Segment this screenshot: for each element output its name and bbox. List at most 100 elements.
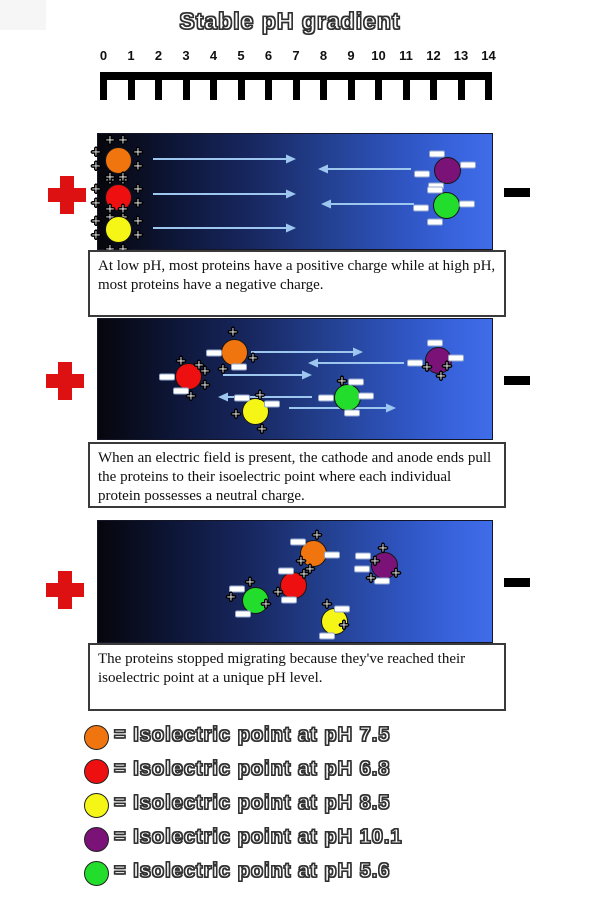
minus-charge-icon bbox=[173, 387, 189, 395]
protein-circle-orange bbox=[105, 147, 132, 174]
ph-tick bbox=[375, 72, 382, 100]
plus-charge-icon: + bbox=[133, 211, 144, 231]
ph-tick-label: 12 bbox=[426, 48, 441, 63]
plus-charge-icon: + bbox=[133, 142, 144, 162]
plus-charge-icon: + bbox=[105, 170, 116, 190]
legend-circle-green bbox=[84, 861, 109, 886]
ph-tick bbox=[237, 72, 245, 100]
migration-arrow bbox=[318, 164, 411, 174]
ph-tick bbox=[100, 72, 107, 100]
legend-item-red: = Isolectric point at pH 6.8 bbox=[84, 755, 504, 789]
plus-charge-icon: + bbox=[391, 563, 402, 583]
migration-arrow bbox=[153, 223, 296, 233]
minus-charge-icon bbox=[358, 392, 374, 400]
cathode-minus-icon bbox=[504, 188, 530, 197]
ph-tick-label: 13 bbox=[453, 48, 469, 63]
plus-charge-icon: + bbox=[91, 211, 102, 231]
plus-charge-icon: + bbox=[261, 594, 272, 614]
caption-box-2: When an electric field is present, the c… bbox=[88, 442, 506, 508]
plus-charge-icon: + bbox=[133, 193, 144, 213]
plus-charge-icon: + bbox=[255, 385, 266, 405]
migration-arrow bbox=[153, 154, 296, 164]
ph-tick-label: 2 bbox=[154, 48, 163, 63]
minus-charge-icon bbox=[427, 186, 443, 194]
plus-charge-icon: + bbox=[305, 559, 316, 579]
legend-label: = Isolectric point at pH 8.5 bbox=[113, 791, 391, 814]
plus-charge-icon: + bbox=[422, 357, 433, 377]
anode-plus-icon bbox=[46, 362, 84, 400]
plus-charge-icon: + bbox=[105, 130, 116, 150]
minus-charge-icon bbox=[407, 359, 423, 367]
plus-charge-icon: + bbox=[194, 355, 205, 375]
cathode-minus-icon bbox=[504, 376, 530, 385]
plus-charge-icon: + bbox=[436, 366, 447, 386]
minus-charge-icon bbox=[281, 596, 297, 604]
plus-charge-icon: + bbox=[91, 142, 102, 162]
minus-charge-icon bbox=[413, 204, 429, 212]
anode-plus-bar bbox=[46, 374, 84, 388]
caption-box-1: At low pH, most proteins have a positive… bbox=[88, 250, 506, 317]
plus-charge-icon: + bbox=[186, 386, 197, 406]
plus-charge-icon: + bbox=[133, 156, 144, 176]
legend-item-green: = Isolectric point at pH 5.6 bbox=[84, 857, 504, 891]
minus-charge-icon bbox=[264, 400, 280, 408]
ph-tick bbox=[265, 72, 272, 100]
migration-arrow bbox=[308, 358, 404, 368]
ph-tick-label: 10 bbox=[371, 48, 386, 63]
plus-charge-icon: + bbox=[105, 167, 116, 187]
legend-circle-purple bbox=[84, 827, 109, 852]
plus-charge-icon: + bbox=[91, 225, 102, 245]
minus-charge-icon bbox=[229, 585, 245, 593]
ph-tick bbox=[182, 72, 190, 100]
legend-circle-red bbox=[84, 759, 109, 784]
protein-circle-red bbox=[280, 572, 307, 599]
protein-circle-green bbox=[433, 192, 460, 219]
gel-panel-1: ++++++++++++++++++++++++ bbox=[91, 130, 493, 258]
plus-charge-icon: + bbox=[105, 199, 116, 219]
ph-tick-label: 3 bbox=[182, 48, 190, 63]
minus-charge-icon bbox=[206, 349, 222, 357]
legend-label: = Isolectric point at pH 6.8 bbox=[113, 757, 391, 780]
protein-circle-yellow bbox=[105, 216, 132, 243]
ph-tick bbox=[155, 72, 162, 100]
protein-circle-orange bbox=[300, 540, 327, 567]
ph-tick-label: 4 bbox=[209, 48, 218, 63]
anode-plus-icon bbox=[46, 571, 84, 609]
minus-charge-icon bbox=[324, 551, 340, 559]
minus-charge-icon bbox=[427, 218, 443, 226]
migration-arrow bbox=[251, 347, 363, 357]
plus-charge-icon: + bbox=[226, 587, 237, 607]
plus-charge-icon: + bbox=[231, 404, 242, 424]
minus-charge-icon bbox=[235, 610, 251, 618]
plus-charge-icon: + bbox=[118, 130, 129, 150]
plus-charge-icon: + bbox=[339, 615, 350, 635]
plus-charge-icon: + bbox=[91, 193, 102, 213]
minus-charge-icon bbox=[159, 373, 175, 381]
plus-charge-icon: + bbox=[105, 207, 116, 227]
ph-tick-label: 11 bbox=[399, 48, 413, 63]
minus-charge-icon bbox=[231, 363, 247, 371]
legend-item-yellow: = Isolectric point at pH 8.5 bbox=[84, 789, 504, 823]
ph-tick bbox=[457, 72, 465, 100]
plus-charge-icon: + bbox=[200, 375, 211, 395]
ph-tick bbox=[485, 72, 492, 100]
plus-charge-icon: + bbox=[245, 572, 256, 592]
minus-charge-icon bbox=[319, 632, 335, 640]
protein-circle-purple bbox=[425, 347, 452, 374]
minus-charge-icon bbox=[234, 394, 250, 402]
corner-artifact bbox=[0, 0, 46, 30]
minus-charge-icon bbox=[354, 565, 370, 573]
minus-charge-icon bbox=[448, 354, 464, 362]
ph-tick bbox=[430, 72, 437, 100]
ph-tick bbox=[210, 72, 217, 100]
anode-plus-bar bbox=[46, 583, 84, 597]
plus-charge-icon: + bbox=[296, 551, 307, 571]
plus-charge-icon: + bbox=[370, 551, 381, 571]
minus-charge-icon bbox=[374, 577, 390, 585]
plus-charge-icon: + bbox=[133, 225, 144, 245]
cathode-minus-icon bbox=[504, 578, 530, 587]
ph-tick bbox=[347, 72, 355, 100]
protein-circle-yellow bbox=[321, 608, 348, 635]
